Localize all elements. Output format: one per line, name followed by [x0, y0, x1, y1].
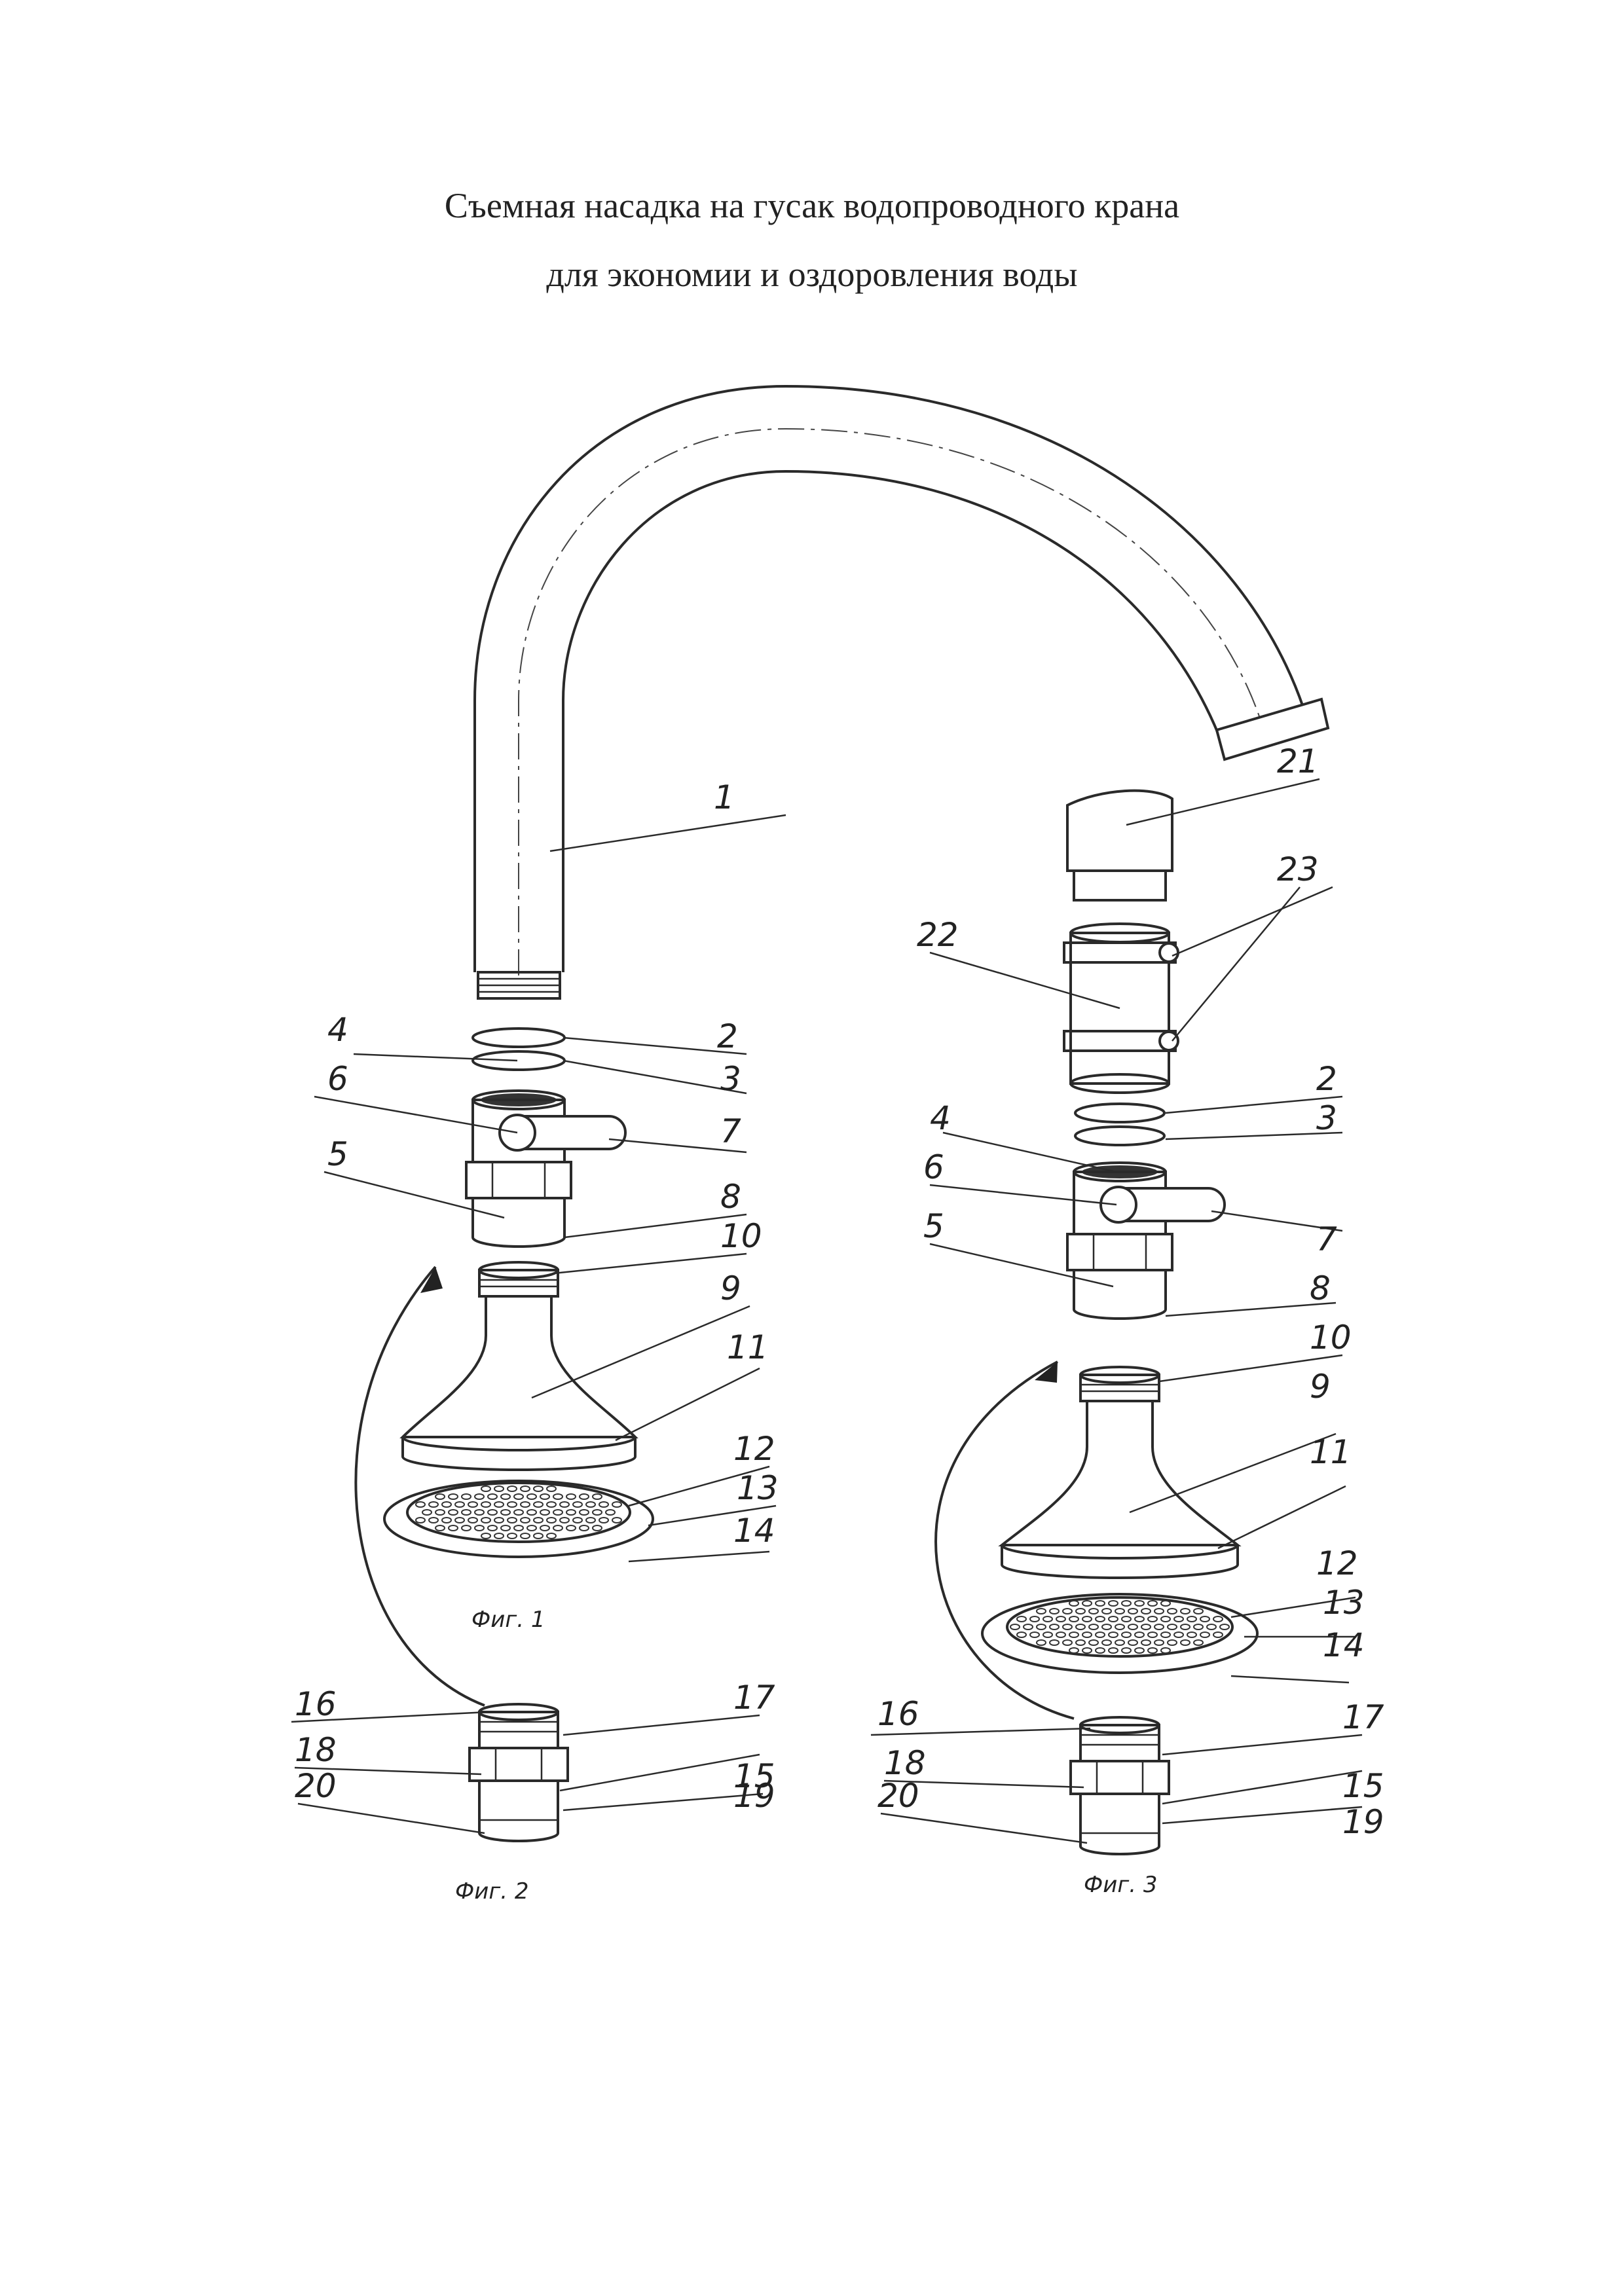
label-fig2-19: 19: [733, 1777, 775, 1815]
label-fig2-20: 20: [295, 1767, 337, 1805]
caption-fig1: Фиг. 1: [471, 1607, 545, 1633]
label-r-7: 7: [1316, 1220, 1337, 1258]
label-r-4: 4: [930, 1099, 951, 1137]
label-r-11: 11: [1310, 1433, 1352, 1471]
label-6: 6: [327, 1060, 348, 1098]
gooseneck-spout: [475, 386, 1328, 998]
label-r-12: 12: [1316, 1544, 1358, 1582]
label-r-6: 6: [923, 1148, 944, 1186]
leader-lines-left: [291, 815, 786, 1833]
label-fig3-19: 19: [1342, 1803, 1384, 1841]
label-r-9: 9: [1310, 1368, 1331, 1406]
label-r-5: 5: [923, 1207, 944, 1245]
label-7: 7: [720, 1112, 741, 1150]
caption-fig2: Фиг. 2: [455, 1878, 528, 1904]
label-fig3-15: 15: [1342, 1767, 1384, 1805]
label-fig2-18: 18: [295, 1731, 337, 1769]
label-r-10: 10: [1310, 1319, 1352, 1357]
fig3-assembly: [936, 791, 1257, 1854]
label-10: 10: [720, 1217, 762, 1255]
label-9: 9: [720, 1269, 741, 1307]
label-r-22: 22: [917, 916, 959, 954]
caption-fig3: Фиг. 3: [1084, 1872, 1157, 1898]
label-fig2-16: 16: [295, 1685, 337, 1723]
label-5: 5: [327, 1135, 348, 1173]
label-fig2-17: 17: [733, 1679, 775, 1717]
label-8: 8: [720, 1178, 741, 1216]
label-12: 12: [733, 1430, 775, 1468]
label-r-14: 14: [1323, 1626, 1365, 1664]
label-13: 13: [737, 1469, 779, 1507]
label-14: 14: [733, 1512, 775, 1550]
label-4: 4: [327, 1011, 348, 1049]
label-fig3-16: 16: [877, 1695, 919, 1733]
label-r-3: 3: [1316, 1099, 1337, 1137]
label-r-23: 23: [1277, 850, 1319, 888]
label-fig3-17: 17: [1342, 1698, 1384, 1736]
part-labels: 1 2 3 4 5 6 7 8 9 10 11 12 13 14 15 16 1…: [295, 742, 1384, 1904]
label-fig3-20: 20: [877, 1777, 919, 1815]
label-r-21: 21: [1277, 742, 1319, 780]
label-1: 1: [714, 778, 735, 816]
label-r-13: 13: [1323, 1584, 1365, 1622]
label-2: 2: [717, 1017, 738, 1055]
label-r-2: 2: [1316, 1060, 1337, 1098]
label-3: 3: [720, 1060, 741, 1098]
label-11: 11: [727, 1328, 769, 1366]
label-r-8: 8: [1310, 1269, 1331, 1307]
fig2-adapter: [470, 1704, 568, 1841]
